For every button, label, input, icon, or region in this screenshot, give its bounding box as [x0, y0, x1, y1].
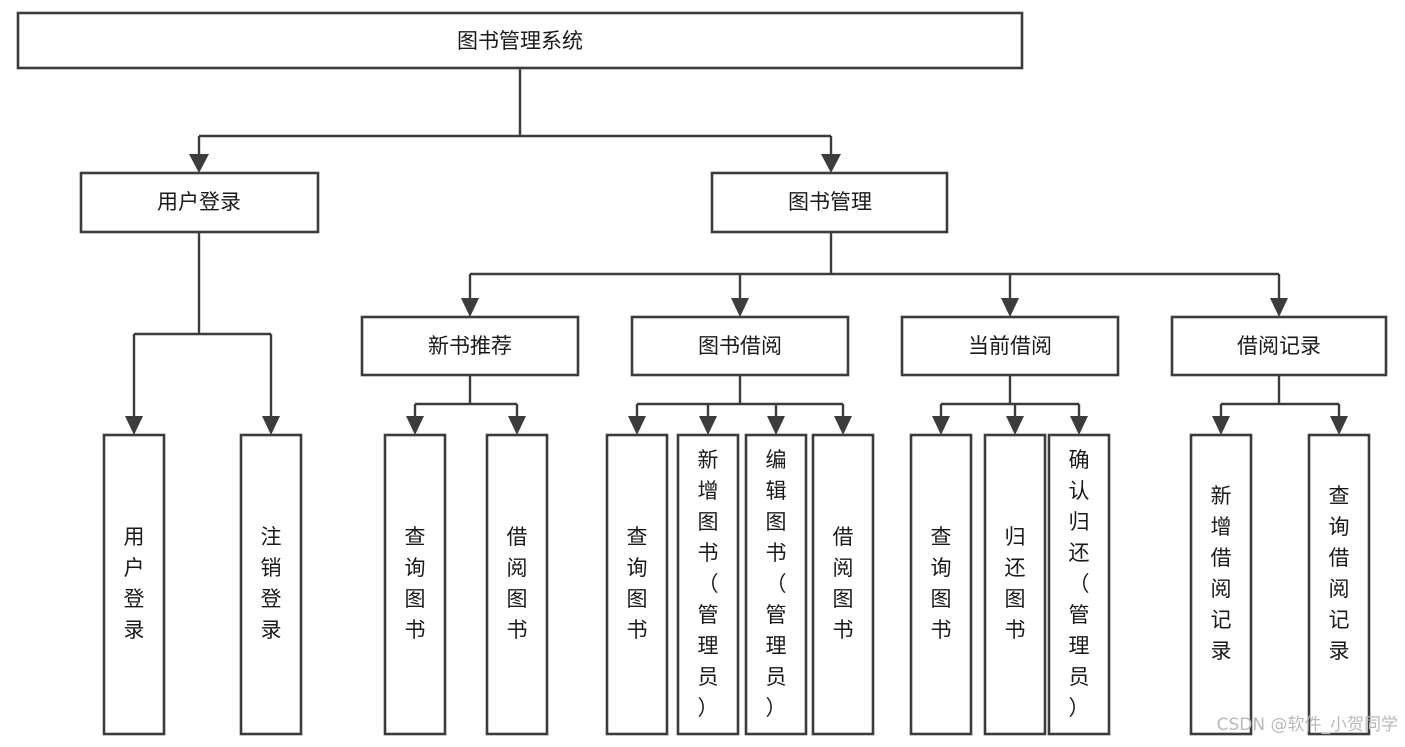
node-root-label: 图书管理系统 — [457, 29, 583, 53]
arrow-head-leaf-query-book-2 — [628, 416, 646, 435]
node-leaf-user-login-label: 用户登录 — [124, 525, 145, 642]
node-leaf-borrow-book-2[interactable]: 借阅图书 — [811, 433, 875, 736]
node-leaf-logout[interactable]: 注销登录 — [239, 433, 303, 736]
node-leaf-borrow-book-2-label: 借阅图书 — [833, 525, 854, 642]
node-book-management[interactable]: 图书管理 — [710, 171, 949, 234]
arrow-head-leaf-add-book — [699, 416, 717, 435]
node-leaf-return-book-label: 归还图书 — [1005, 525, 1026, 642]
node-current-borrow-label: 当前借阅 — [968, 334, 1052, 358]
node-leaf-add-book[interactable]: 新增图书（管理员） — [676, 433, 740, 736]
node-leaf-logout-label: 注销登录 — [261, 525, 282, 642]
node-user-login-label: 用户登录 — [157, 190, 241, 214]
node-leaf-query-record-label: 查询借阅记录 — [1329, 484, 1350, 663]
node-user-login[interactable]: 用户登录 — [79, 171, 320, 234]
arrow-head-leaf-user-login — [125, 416, 143, 435]
csdn-watermark: CSDN @软件_小贺同学 — [1217, 715, 1398, 735]
node-leaf-query-book-2[interactable]: 查询图书 — [605, 433, 669, 736]
node-leaf-borrow-book-2-box[interactable] — [811, 433, 875, 736]
node-leaf-query-book-1-label: 查询图书 — [405, 525, 426, 642]
node-leaf-return-book[interactable]: 归还图书 — [983, 433, 1047, 736]
node-current-borrow[interactable]: 当前借阅 — [900, 315, 1120, 377]
node-leaf-query-record-box[interactable] — [1307, 433, 1371, 736]
node-leaf-confirm-return-box[interactable] — [1047, 433, 1111, 736]
node-leaf-borrow-book-1-box[interactable] — [485, 433, 549, 736]
node-book-management-label: 图书管理 — [788, 190, 872, 214]
arrow-head-current-borrow — [1001, 298, 1019, 317]
node-leaf-borrow-book-1-label: 借阅图书 — [507, 525, 528, 642]
node-leaf-edit-book[interactable]: 编辑图书（管理员） — [744, 433, 808, 736]
arrow-head-leaf-query-record — [1330, 416, 1348, 435]
node-leaf-return-book-box[interactable] — [983, 433, 1047, 736]
node-new-book-recommend[interactable]: 新书推荐 — [360, 315, 580, 377]
node-current-borrow-box[interactable] — [900, 315, 1120, 377]
node-borrow-records[interactable]: 借阅记录 — [1170, 315, 1388, 377]
arrow-head-borrow-records — [1270, 298, 1288, 317]
arrow-head-leaf-query-book-3 — [932, 416, 950, 435]
node-leaf-edit-book-box[interactable] — [744, 433, 808, 736]
node-leaf-query-book-1-box[interactable] — [383, 433, 447, 736]
arrow-head-leaf-return-book — [1006, 416, 1024, 435]
node-borrow-records-box[interactable] — [1170, 315, 1388, 377]
arrow-head-leaf-edit-book — [767, 416, 785, 435]
arrow-head-user-login — [189, 154, 209, 173]
node-leaf-query-book-2-label: 查询图书 — [627, 525, 648, 642]
node-leaf-edit-book-label: 编辑图书（管理员） — [766, 448, 787, 720]
node-leaf-logout-box[interactable] — [239, 433, 303, 736]
arrow-head-leaf-borrow-book-1 — [508, 416, 526, 435]
node-book-borrow[interactable]: 图书借阅 — [630, 315, 850, 377]
node-leaf-add-book-box[interactable] — [676, 433, 740, 736]
arrow-head-leaf-confirm-return — [1070, 416, 1088, 435]
node-leaf-user-login[interactable]: 用户登录 — [102, 433, 166, 736]
node-leaf-query-book-3-label: 查询图书 — [931, 525, 952, 642]
node-leaf-query-book-3-box[interactable] — [909, 433, 973, 736]
node-leaf-add-book-label: 新增图书（管理员） — [698, 448, 719, 720]
node-leaf-confirm-return[interactable]: 确认归还（管理员） — [1047, 433, 1111, 736]
node-leaf-confirm-return-label: 确认归还（管理员） — [1069, 448, 1090, 720]
arrow-head-leaf-query-book-1 — [406, 416, 424, 435]
node-leaf-borrow-book-1[interactable]: 借阅图书 — [485, 433, 549, 736]
node-user-login-box[interactable] — [79, 171, 320, 234]
node-leaf-add-record[interactable]: 新增借阅记录 — [1189, 433, 1253, 736]
node-new-book-recommend-label: 新书推荐 — [428, 334, 512, 358]
arrow-head-leaf-logout — [262, 416, 280, 435]
node-root-box[interactable] — [16, 11, 1024, 70]
node-root[interactable]: 图书管理系统 — [16, 11, 1024, 70]
arrow-head-leaf-borrow-book-2 — [834, 416, 852, 435]
arrow-head-new-book-recommend — [461, 298, 479, 317]
arrow-head-book-borrow — [731, 298, 749, 317]
node-leaf-query-book-1[interactable]: 查询图书 — [383, 433, 447, 736]
connector-layer — [125, 68, 1348, 435]
node-leaf-query-record[interactable]: 查询借阅记录 — [1307, 433, 1371, 736]
arrow-head-leaf-add-record — [1212, 416, 1230, 435]
node-leaf-query-book-2-box[interactable] — [605, 433, 669, 736]
node-borrow-records-label: 借阅记录 — [1237, 334, 1321, 358]
leaf-node-layer: 用户登录 注销登录 查询图书 借阅图书 查询图书 新增图书（管理员） 编辑图书（管理员） 借阅… — [102, 433, 1371, 736]
node-leaf-query-book-3[interactable]: 查询图书 — [909, 433, 973, 736]
node-book-borrow-label: 图书借阅 — [698, 334, 782, 358]
node-leaf-add-record-label: 新增借阅记录 — [1211, 484, 1232, 663]
node-new-book-recommend-box[interactable] — [360, 315, 580, 377]
node-leaf-user-login-box[interactable] — [102, 433, 166, 736]
node-book-management-box[interactable] — [710, 171, 949, 234]
node-leaf-add-record-box[interactable] — [1189, 433, 1253, 736]
arrow-head-book-management — [821, 154, 841, 173]
node-book-borrow-box[interactable] — [630, 315, 850, 377]
